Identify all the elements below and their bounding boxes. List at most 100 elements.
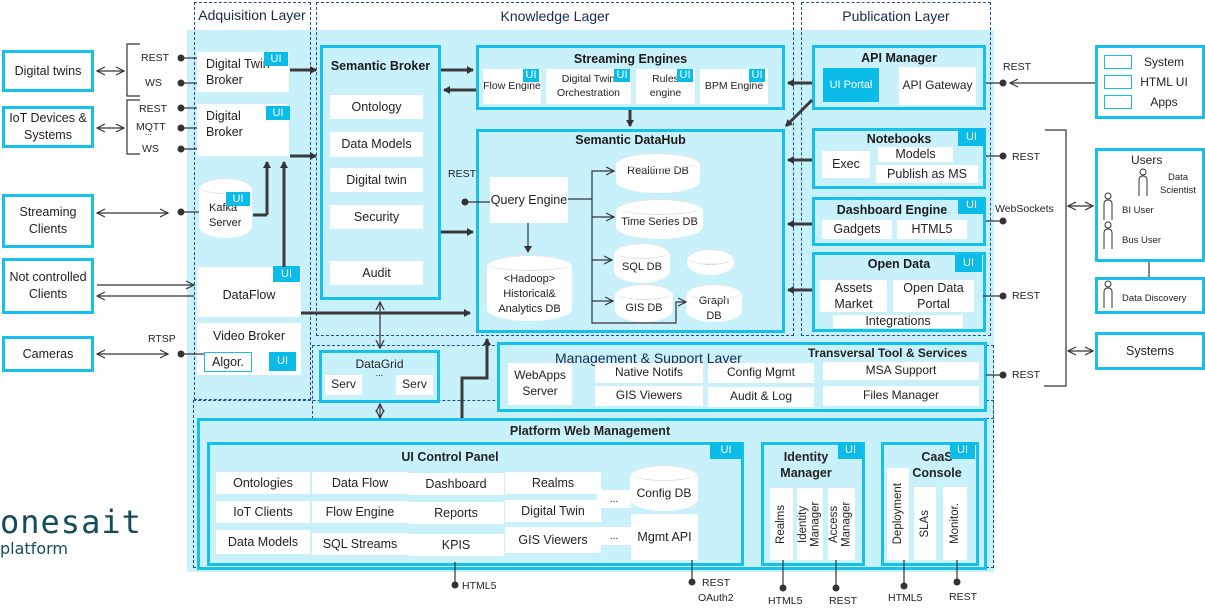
im-realms[interactable]: Realms [770, 488, 793, 560]
sb-ontology[interactable]: Ontology [330, 95, 423, 119]
cp-digital-twin[interactable]: Digital Twin [505, 500, 601, 522]
identity-ui-badge[interactable]: UI [838, 442, 863, 459]
client-apps-box[interactable]: System HTML UI Apps [1095, 45, 1205, 119]
se-flow-ui-badge[interactable]: UI [523, 69, 539, 82]
se-rules-ui-badge[interactable]: UI [677, 69, 693, 82]
dataflow[interactable]: DataFlow [197, 267, 301, 317]
systems-box[interactable]: Systems [1095, 332, 1205, 370]
query-engine[interactable]: Query Engine [490, 177, 568, 223]
iot-mqtt-label: MQTT [136, 121, 166, 133]
digital-twin-broker[interactable]: Digital Twin Broker [197, 52, 289, 92]
caas-slas-label: SLAs [918, 509, 931, 538]
se-bpm-ui-badge[interactable]: UI [749, 69, 765, 82]
timeseries-db[interactable]: Time Series DB [616, 199, 703, 239]
sb-digital-twin[interactable]: Digital twin [330, 168, 423, 192]
kafka-server-db[interactable]: Kafka Server [199, 178, 252, 238]
se-rules-engine[interactable]: Rules engine [636, 69, 695, 104]
caas-monitor[interactable]: Monitor. [943, 487, 967, 560]
datagrid-serv-1[interactable]: Serv [325, 375, 362, 395]
algor-box[interactable]: Algor. [204, 352, 252, 372]
notebooks-exec[interactable]: Exec [822, 151, 870, 178]
dt-ws-label: WS [145, 77, 162, 89]
se-dto-ui-badge[interactable]: UI [614, 69, 630, 82]
sb-security[interactable]: Security [330, 205, 423, 229]
digital-broker-ui-badge[interactable]: UI [266, 106, 290, 120]
im-realms-label: Realms [775, 504, 788, 544]
cp-sql-streams[interactable]: SQL Streams [312, 533, 408, 555]
im-access-label: Access Manager [828, 501, 853, 547]
cp-more-2[interactable]: ... [597, 527, 631, 545]
native-notifs[interactable]: Native Notifs [595, 363, 703, 383]
graph-db[interactable]: Graph DB [686, 284, 742, 322]
caas-html5-label: HTML5 [888, 592, 923, 604]
realtime-db[interactable]: Realtime DB [616, 153, 700, 193]
cp-realms[interactable]: Realms [505, 472, 601, 494]
streaming-clients-box[interactable]: Streaming Clients [2, 194, 94, 248]
config-db[interactable]: Config DB [630, 465, 698, 511]
im-access-manager[interactable]: Access Manager [828, 488, 855, 560]
more-db[interactable]: ... [687, 249, 734, 275]
datagrid-serv-2[interactable]: Serv [396, 375, 433, 395]
not-controlled-clients-box[interactable]: Not controlled Clients [2, 258, 94, 314]
iot-devices-box[interactable]: IoT Devices & Systems [2, 106, 94, 148]
notebooks-publish[interactable]: Publish as MS [876, 165, 978, 183]
cp-kpis[interactable]: KPIS [408, 534, 504, 556]
control-panel-ui-badge[interactable]: UI [710, 442, 742, 459]
cp-dashboard[interactable]: Dashboard [408, 473, 504, 495]
sql-db[interactable]: SQL DB [614, 243, 670, 283]
gis-viewers-mgmt[interactable]: GIS Viewers [595, 386, 703, 406]
open-data-ui-badge[interactable]: UI [955, 255, 982, 272]
kafka-ui-badge[interactable]: UI [226, 192, 250, 206]
digital-twin-broker-label: Digital Twin Broker [206, 56, 270, 87]
audit-log[interactable]: Audit & Log [708, 387, 814, 407]
gis-db[interactable]: GIS DB [615, 284, 673, 322]
dashboard-html5[interactable]: HTML5 [897, 220, 967, 239]
transversal-title: Transversal Tool & Services [808, 346, 968, 360]
digital-twin-broker-ui-badge[interactable]: UI [264, 52, 288, 66]
onesait-logo: onesait platform [0, 505, 142, 559]
cp-ontologies[interactable]: Ontologies [216, 472, 310, 494]
api-gateway[interactable]: API Gateway [899, 67, 976, 105]
cp-iot-clients[interactable]: IoT Clients [216, 501, 310, 523]
cp-reports[interactable]: Reports [408, 502, 504, 524]
msa-support[interactable]: MSA Support [823, 362, 979, 380]
sb-data-models[interactable]: Data Models [330, 132, 423, 157]
dashboard-gadgets[interactable]: Gadgets [822, 220, 892, 239]
cp-flow-engine[interactable]: Flow Engine [312, 501, 408, 523]
webapps-server[interactable]: WebApps Server [508, 363, 572, 405]
dataflow-ui-badge[interactable]: UI [273, 266, 300, 282]
notebooks-models[interactable]: Models [878, 147, 953, 162]
identity-manager-title: Identity Manager [780, 450, 832, 481]
caas-slas[interactable]: SLAs [914, 487, 936, 560]
config-mgmt[interactable]: Config Mgmt [708, 363, 814, 383]
ui-portal[interactable]: UI Portal [823, 68, 879, 102]
caas-ui-badge[interactable]: UI [950, 442, 975, 459]
data-discovery-box[interactable] [1095, 277, 1205, 314]
dt-rest-label: REST [141, 52, 170, 64]
iot-dots-label: ... [145, 128, 152, 137]
dashboard-ui-badge[interactable]: UI [958, 197, 985, 214]
cameras-box[interactable]: Cameras [2, 336, 94, 372]
publication-layer-title: Publication Layer [842, 8, 950, 24]
cp-more-1[interactable]: ... [597, 490, 631, 508]
notebooks-ui-badge[interactable]: UI [958, 128, 985, 146]
open-data-assets[interactable]: Assets Market [820, 280, 887, 312]
cp-gis-viewers[interactable]: GIS Viewers [505, 527, 601, 553]
caas-deployment[interactable]: Deployment [887, 468, 909, 560]
open-data-integrations[interactable]: Integrations [833, 314, 963, 328]
mgmt-api[interactable]: Mgmt API [631, 514, 698, 560]
open-data-portal[interactable]: Open Data Portal [893, 280, 974, 312]
video-broker-ui-badge[interactable]: UI [269, 352, 296, 371]
hadoop-db[interactable]: <Hadoop> Historical& Analytics DB [487, 255, 572, 321]
digital-broker-label: Digital Broker [206, 109, 243, 140]
digital-twins-box[interactable]: Digital twins [2, 50, 94, 92]
files-manager[interactable]: Files Manager [823, 386, 979, 406]
users-box[interactable] [1095, 148, 1205, 262]
cp-data-models[interactable]: Data Models [216, 530, 310, 554]
acquisition-layer-title: Adquisition Layer [198, 7, 306, 23]
caas-deployment-label: Deployment [891, 483, 904, 545]
sb-audit[interactable]: Audit [330, 261, 423, 285]
cp-data-flow[interactable]: Data Flow [312, 472, 408, 494]
im-identity-manager[interactable]: Identity Manager [797, 488, 823, 560]
client-html-label: HTML UI [1140, 74, 1188, 89]
